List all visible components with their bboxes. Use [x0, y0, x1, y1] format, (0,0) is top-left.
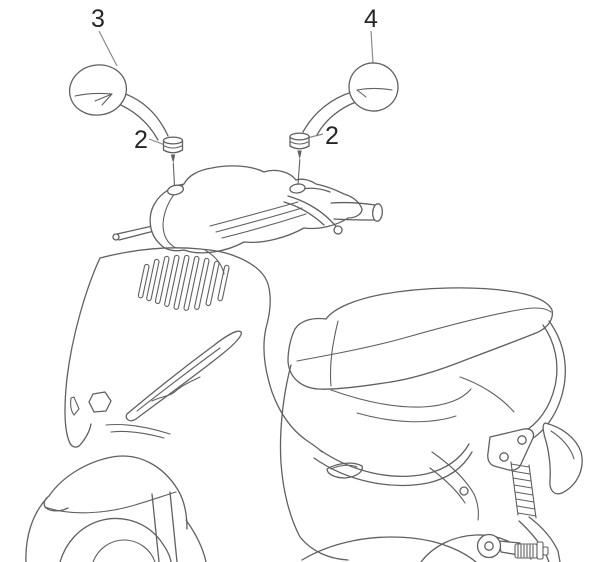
fender-lower-edge: [44, 491, 177, 514]
callout-leader-lines: [98, 30, 374, 146]
rear-mudflap: [542, 422, 583, 495]
leader-2-left: [148, 138, 166, 146]
left-stud-alignment-line: [172, 162, 176, 187]
bracket-hole-top: [517, 435, 527, 445]
side-handle-slot: [326, 462, 363, 479]
front-tire-arc: [59, 517, 172, 562]
shield-right-edge: [231, 254, 323, 453]
front-fender-wheel: [25, 455, 207, 562]
throttle-grip: [330, 201, 378, 221]
left-lever-tip: [112, 233, 120, 241]
callout-label-4: 4: [364, 5, 378, 33]
left-mirror: [68, 64, 184, 187]
bracket-hole-bottom: [499, 452, 509, 462]
panel-screw-hole: [459, 486, 469, 496]
floorboard: [301, 443, 477, 562]
swingarm: [518, 516, 561, 562]
front-leg-shield: [64, 247, 323, 453]
left-mirror-nut: [162, 136, 184, 154]
seat-nose-seam: [329, 320, 339, 387]
side-handle-slot-inner: [330, 464, 358, 470]
shield-slot: [70, 396, 80, 416]
seat-seam: [296, 307, 552, 362]
rear-panel-lines: [429, 451, 479, 521]
rear-cowl-edge: [521, 320, 566, 444]
leader-2-right: [306, 133, 324, 139]
callout-label-2-right: 2: [325, 122, 339, 150]
floor-rail: [313, 443, 473, 487]
shield-top-edge: [99, 247, 233, 259]
right-mirror-head: [348, 62, 399, 112]
right-mirror-stem: [302, 91, 357, 136]
spring-bolt: [514, 541, 549, 560]
left-mirror-head: [68, 64, 128, 116]
lower-body-edge: [301, 536, 477, 562]
shield-left-edge: [64, 257, 101, 448]
callout-label-3: 3: [91, 5, 105, 33]
right-mirror-stud: [297, 150, 302, 160]
actuator-pivot-hole: [484, 541, 494, 551]
shield-accent-lines: [105, 423, 171, 439]
hex-emblem: [88, 391, 112, 413]
headlight-inner-line: [136, 347, 221, 412]
rear-body-left-edge: [279, 364, 349, 561]
seat: [287, 287, 554, 390]
right-lever-ball: [333, 225, 343, 235]
headlight-reflection: [151, 376, 201, 402]
right-mirror-glass-lines: [356, 87, 393, 98]
grip-end-cap: [372, 203, 383, 222]
right-mirror-nut: [289, 132, 310, 150]
helmet-box-edge: [459, 376, 515, 413]
leader-4: [370, 30, 374, 64]
rear-mudflap-inner: [550, 430, 575, 460]
mirror-parts: [68, 62, 399, 187]
shock-spring: [510, 461, 537, 519]
front-fork: [151, 491, 178, 562]
front-fender: [48, 455, 188, 530]
seat-outline: [287, 287, 554, 390]
callout-label-2-left: 2: [134, 126, 148, 154]
under-seat-edges: [330, 388, 472, 423]
right-stud-alignment-line: [297, 158, 301, 186]
left-mirror-glass-lines: [74, 92, 113, 106]
right-mirror-mount-hole: [289, 183, 306, 194]
scooter-body: [25, 165, 583, 562]
leader-3: [98, 30, 118, 67]
front-rim-arc: [92, 539, 156, 562]
left-mirror-stud: [170, 154, 176, 164]
rear-body: [279, 320, 583, 562]
vent-grille: [137, 254, 230, 311]
actuator-pivot: [476, 533, 502, 559]
front-tire-edges: [25, 497, 207, 562]
callout-labels: 3 4 2 2: [91, 5, 378, 154]
right-mirror: [289, 62, 399, 186]
handlebar-assembly: [112, 165, 383, 254]
